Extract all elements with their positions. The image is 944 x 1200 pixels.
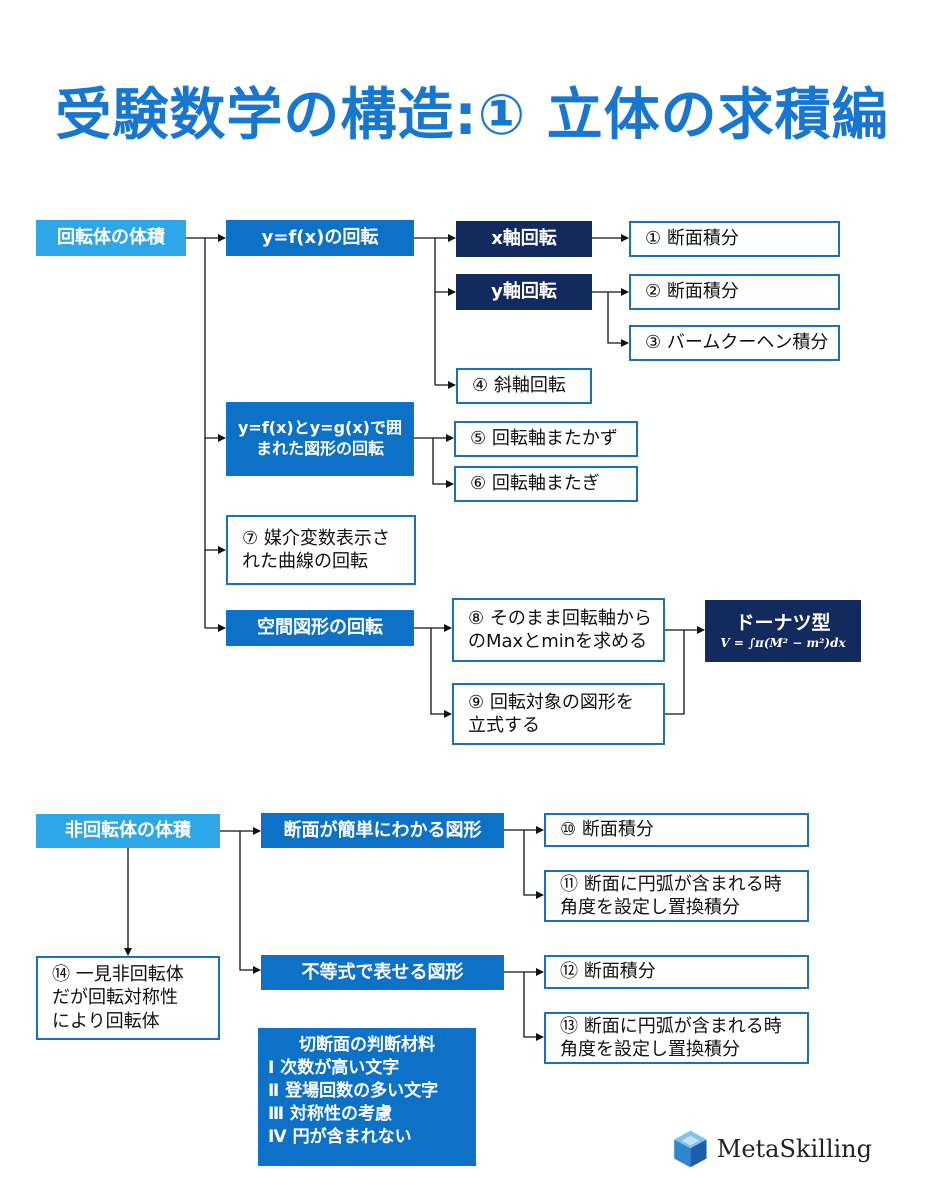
leaf-4-oblique-axis: ④ 斜軸回転	[456, 368, 592, 404]
leaf-1-label: ① 断面積分	[645, 228, 739, 250]
node-fg-line-2: まれた図形の回転	[255, 439, 384, 458]
criteria-title: 切断面の判断材料	[299, 1035, 435, 1055]
leaf-8-max-min: ⑧ そのまま回転軸から のMaxとminを求める	[452, 598, 665, 662]
donut-type-box: ドーナツ型 V = ∫π(M² − m²)dx	[705, 600, 861, 662]
node-inequality-figure-label: 不等式で表せる図形	[301, 961, 464, 983]
node-yfx-rotation-label: y=f(x)の回転	[261, 227, 379, 249]
leaf-11-line-2: 角度を設定し置換積分	[560, 897, 740, 918]
leaf-2-cross-section: ② 断面積分	[629, 274, 840, 310]
leaf-7-parametric-curve: ⑦ 媒介変数表示さ れた曲線の回転	[226, 515, 416, 585]
non-rotation-volume-root-label: 非回転体の体積	[65, 820, 191, 842]
leaf-3-label: ③ バームクーヘン積分	[645, 332, 829, 354]
leaf-9-formulate-shape: ⑨ 回転対象の図形を 立式する	[452, 683, 665, 745]
node-fg-region-rotation: y=f(x)とy=g(x)で囲 まれた図形の回転	[226, 402, 414, 476]
leaf-11-arc-substitution: ⑪ 断面に円弧が含まれる時 角度を設定し置換積分	[544, 870, 809, 922]
node-easy-cross-section-label: 断面が簡単にわかる図形	[283, 819, 482, 841]
cutting-plane-criteria-box: 切断面の判断材料 Ⅰ 次数が高い文字 Ⅱ 登場回数の多い文字 Ⅲ 対称性の考慮 …	[258, 1028, 476, 1166]
criteria-item: Ⅲ 対称性の考慮	[268, 1103, 392, 1124]
node-yfx-rotation: y=f(x)の回転	[226, 220, 414, 256]
leaf-7-line-1: ⑦ 媒介変数表示さ	[242, 527, 390, 549]
leaf-6-straddle: ⑥ 回転軸またぎ	[454, 466, 638, 502]
donut-formula: V = ∫π(M² − m²)dx	[720, 635, 846, 650]
node-inequality-figure: 不等式で表せる図形	[261, 955, 504, 990]
leaf-9-line-2: 立式する	[468, 715, 540, 736]
leaf-5-no-straddle: ⑤ 回転軸またかず	[454, 421, 638, 457]
page-title: 受験数学の構造:① 立体の求積編	[55, 83, 889, 148]
cube-logo-icon	[674, 1130, 707, 1168]
leaf-12-label: ⑫ 断面積分	[560, 961, 656, 983]
node-x-axis-rotation-label: x軸回転	[491, 228, 557, 250]
node-space-figure-label: 空間図形の回転	[257, 617, 383, 639]
leaf-2-label: ② 断面積分	[645, 281, 739, 303]
node-y-axis-rotation: y軸回転	[456, 274, 592, 310]
leaf-14-line-3: により回転体	[52, 1010, 160, 1032]
node-x-axis-rotation: x軸回転	[456, 221, 592, 257]
non-rotation-volume-root: 非回転体の体積	[36, 814, 220, 848]
leaf-14-line-1: ⑭ 一見非回転体	[52, 963, 184, 985]
node-easy-cross-section: 断面が簡単にわかる図形	[261, 813, 504, 848]
rotation-volume-root-label: 回転体の体積	[57, 227, 165, 249]
criteria-item: Ⅱ 登場回数の多い文字	[268, 1080, 439, 1101]
leaf-8-line-1: ⑧ そのまま回転軸から	[468, 607, 652, 629]
leaf-13-arc-substitution: ⑬ 断面に円弧が含まれる時 角度を設定し置換積分	[544, 1012, 809, 1064]
node-y-axis-rotation-label: y軸回転	[491, 281, 557, 303]
leaf-6-label: ⑥ 回転軸またぎ	[470, 473, 600, 495]
leaf-4-label: ④ 斜軸回転	[472, 375, 566, 397]
leaf-8-line-2: のMaxとminを求める	[468, 631, 648, 652]
leaf-14-line-2: だが回転対称性	[52, 987, 178, 1009]
rotation-volume-root: 回転体の体積	[36, 220, 186, 256]
leaf-7-line-2: れた曲線の回転	[242, 551, 368, 572]
metaskilling-logo: MetaSkilling	[672, 1120, 872, 1178]
node-space-figure-rotation: 空間図形の回転	[226, 610, 414, 646]
leaf-3-baumkuchen: ③ バームクーヘン積分	[629, 325, 840, 361]
leaf-10-label: ⑩ 断面積分	[560, 819, 654, 841]
leaf-11-line-1: ⑪ 断面に円弧が含まれる時	[560, 873, 782, 895]
node-fg-line-1: y=f(x)とy=g(x)で囲	[238, 418, 402, 438]
leaf-13-line-1: ⑬ 断面に円弧が含まれる時	[560, 1015, 782, 1037]
leaf-5-label: ⑤ 回転軸またかず	[470, 428, 618, 450]
logo-text: MetaSkilling	[716, 1135, 872, 1163]
donut-type-title: ドーナツ型	[735, 611, 831, 634]
leaf-10-cross-section: ⑩ 断面積分	[544, 813, 809, 847]
criteria-item: Ⅰ 次数が高い文字	[268, 1057, 400, 1078]
criteria-item: Ⅳ 円が含まれない	[268, 1126, 412, 1147]
leaf-12-cross-section: ⑫ 断面積分	[544, 955, 809, 989]
leaf-14-rotational-symmetry: ⑭ 一見非回転体 だが回転対称性 により回転体	[36, 956, 220, 1040]
leaf-1-cross-section: ① 断面積分	[629, 221, 840, 257]
leaf-13-line-2: 角度を設定し置換積分	[560, 1039, 740, 1060]
leaf-9-line-1: ⑨ 回転対象の図形を	[468, 691, 634, 713]
